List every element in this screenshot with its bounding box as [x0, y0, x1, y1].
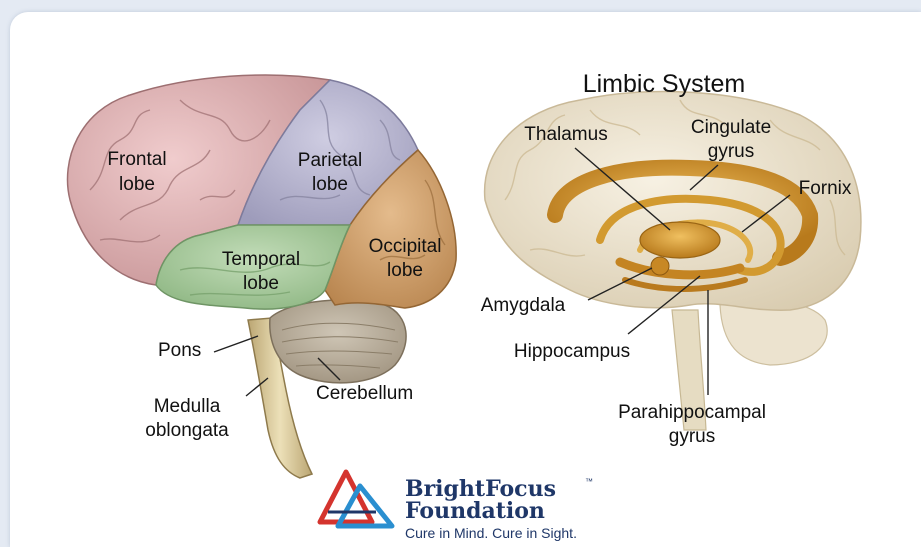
lobes-brain: Frontal lobe Parietal lobe Temporal lobe…	[68, 75, 457, 478]
medulla-label-line2: oblongata	[145, 420, 229, 441]
fornix-label: Fornix	[799, 178, 852, 199]
brightfocus-logo: BrightFocus ™ Foundation Cure in Mind. C…	[320, 472, 593, 541]
brand-name-line2: Foundation	[405, 498, 545, 524]
parahippocampal-label-line1: Parahippocampal	[618, 402, 766, 423]
thalamus-shape	[640, 222, 720, 258]
amygdala-shape	[651, 257, 669, 275]
occipital-label-line1: Occipital	[369, 236, 442, 257]
temporal-label-line1: Temporal	[222, 249, 300, 270]
cerebellum-label: Cerebellum	[316, 383, 413, 404]
cingulate-label-line1: Cingulate	[691, 117, 771, 138]
parahippocampal-label-line2: gyrus	[669, 426, 715, 447]
cingulate-label-line2: gyrus	[708, 141, 754, 162]
hippocampus-label: Hippocampus	[514, 341, 630, 362]
limbic-title: Limbic System	[583, 70, 746, 98]
triangle-logo-icon	[320, 472, 392, 526]
amygdala-label: Amygdala	[481, 295, 566, 316]
medulla-label-line1: Medulla	[154, 396, 221, 417]
thalamus-label: Thalamus	[524, 124, 607, 145]
frontal-label-line1: Frontal	[107, 149, 166, 170]
cerebellum-shape	[270, 300, 406, 383]
parietal-label-line1: Parietal	[298, 150, 362, 171]
brain-diagram: Frontal lobe Parietal lobe Temporal lobe…	[10, 12, 921, 547]
parietal-label-line2: lobe	[312, 174, 348, 195]
occipital-label-line2: lobe	[387, 260, 423, 281]
pons-label: Pons	[158, 340, 201, 361]
brand-tagline: Cure in Mind. Cure in Sight.	[405, 525, 577, 541]
image-card: Frontal lobe Parietal lobe Temporal lobe…	[10, 12, 921, 547]
trademark-mark: ™	[585, 477, 593, 486]
frontal-label-line2: lobe	[119, 174, 155, 195]
temporal-label-line2: lobe	[243, 273, 279, 294]
limbic-brain: Limbic System Thalamus Cingulate gyrus F…	[481, 70, 861, 447]
